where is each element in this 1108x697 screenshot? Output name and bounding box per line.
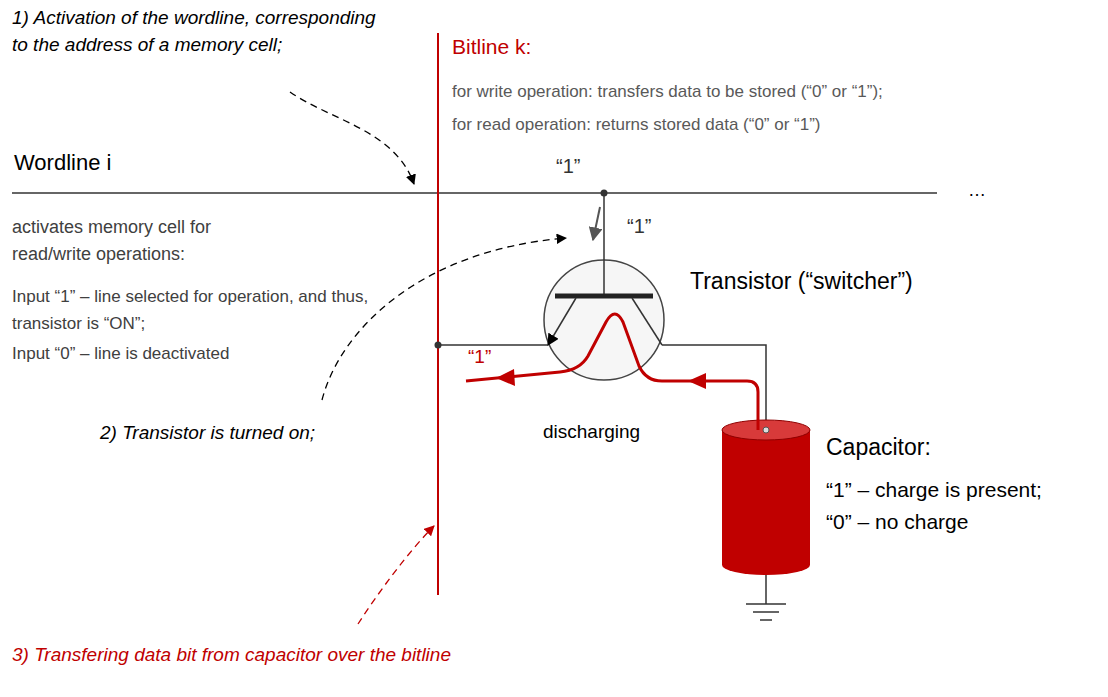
current-path: [466, 314, 758, 430]
label-slot: Input “1” – line selected for operation,…: [12, 283, 392, 337]
callout-note: 2) Transistor is turned on;: [100, 420, 315, 446]
gate-wire: [603, 193, 605, 294]
label-slot: 1) Activation of the wordline, correspon…: [12, 4, 377, 58]
capacitor-symbol: [722, 420, 810, 440]
signal-value: “1”: [468, 345, 491, 369]
continuation-mark: …: [968, 178, 986, 202]
wordline-note: Input “1” – line selected for operation,…: [12, 283, 392, 337]
junction-dot: [435, 342, 442, 349]
capacitor-wire: [662, 345, 766, 430]
bitline-label: Bitline k:: [452, 34, 531, 60]
ground-symbol: [760, 619, 772, 621]
capacitor-note: “1” – charge is present;: [826, 476, 1042, 504]
wordline-label: Wordline i: [14, 149, 111, 177]
capacitor-note: “0” – no charge: [826, 508, 968, 536]
label-slot: “1”: [468, 345, 491, 369]
leader-arrow: [290, 92, 414, 184]
leader-arrow: [358, 526, 434, 624]
capacitor-symbol: [722, 430, 810, 565]
bitline: [437, 33, 439, 595]
leader-arrow: [322, 238, 566, 400]
label-slot: 2) Transistor is turned on;: [100, 420, 315, 446]
junction-dot: [601, 190, 608, 197]
label-slot: Transistor (“switcher”): [690, 266, 913, 296]
label-slot: …: [968, 178, 986, 202]
label-slot: Input “0” – line is deactivated: [12, 341, 229, 367]
current-arrowhead: [496, 369, 515, 386]
signal-value: “1”: [627, 213, 651, 239]
capacitor-label: Capacitor:: [826, 432, 931, 462]
bitline-note: for write operation: transfers data to b…: [452, 80, 883, 104]
transistor-label: Transistor (“switcher”): [690, 266, 913, 296]
ground-symbol: [753, 611, 779, 613]
bitline-note: for read operation: returns stored data …: [452, 113, 821, 137]
callout-note: 1) Activation of the wordline, correspon…: [12, 4, 377, 58]
bitline-wire: [438, 344, 548, 346]
label-slot: “1” – charge is present;: [826, 476, 1042, 504]
capacitor-symbol: [722, 555, 810, 575]
gate-bar: [555, 294, 653, 299]
callout-note: 3) Transfering data bit from capacitor o…: [12, 642, 451, 668]
label-slot: for write operation: transfers data to b…: [452, 80, 883, 104]
collector-lead: [632, 298, 662, 345]
label-slot: “1”: [627, 213, 651, 239]
label-slot: activates memory cell for read/write ope…: [12, 214, 292, 268]
wordline-note: Input “0” – line is deactivated: [12, 341, 229, 367]
signal-arrow: [593, 207, 600, 240]
label-slot: “0” – no charge: [826, 508, 968, 536]
ground-symbol: [746, 603, 786, 605]
capacitor-terminal: [763, 427, 769, 433]
ground-wire: [765, 575, 767, 604]
process-label: discharging: [543, 419, 640, 445]
label-slot: Capacitor:: [826, 432, 931, 462]
wordline-note: activates memory cell for read/write ope…: [12, 214, 292, 268]
label-slot: Bitline k:: [452, 34, 531, 60]
wordline: [12, 192, 937, 194]
label-slot: for read operation: returns stored data …: [452, 113, 821, 137]
emitter-lead: [548, 298, 576, 345]
label-slot: discharging: [543, 419, 640, 445]
label-slot: 3) Transfering data bit from capacitor o…: [12, 642, 451, 668]
current-arrowhead: [688, 373, 706, 389]
label-slot: Wordline i: [14, 149, 111, 177]
label-slot: “1”: [556, 153, 580, 179]
signal-value: “1”: [556, 153, 580, 179]
